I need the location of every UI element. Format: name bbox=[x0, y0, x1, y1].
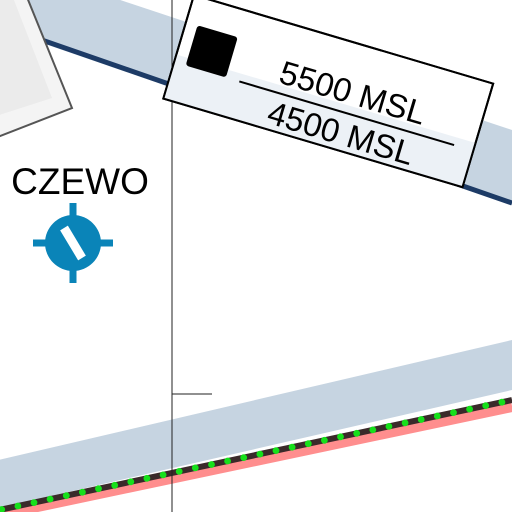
route-dot bbox=[79, 488, 86, 496]
route-dot bbox=[256, 450, 264, 458]
route-dot bbox=[208, 461, 215, 468]
lower-airspace-band bbox=[0, 340, 512, 508]
route-dot bbox=[127, 478, 135, 486]
route-dot bbox=[111, 481, 119, 489]
route-dot bbox=[321, 436, 328, 444]
terrain-area-inner bbox=[0, 0, 52, 115]
route-dot bbox=[46, 495, 54, 503]
airspace-altitude-label[interactable]: C 5500 MSL 4500 MSL bbox=[162, 0, 495, 189]
route-dot bbox=[191, 464, 199, 472]
route-dot bbox=[466, 405, 473, 413]
route-dot bbox=[143, 474, 151, 482]
route-shadow bbox=[0, 400, 512, 512]
class-c-badge bbox=[186, 25, 238, 77]
airspace-label-frame-outline bbox=[162, 0, 495, 189]
route-dot bbox=[0, 506, 6, 512]
route-dot bbox=[369, 426, 377, 434]
route-dot bbox=[385, 423, 393, 430]
route-dot bbox=[30, 499, 38, 506]
airspace-label-strip bbox=[163, 54, 476, 188]
route-dot bbox=[417, 416, 425, 423]
route-dot bbox=[95, 485, 102, 493]
route-dot bbox=[304, 440, 312, 448]
route-dot bbox=[175, 468, 183, 475]
route-line bbox=[0, 397, 512, 512]
route-dot bbox=[450, 409, 457, 416]
route-dot bbox=[498, 398, 506, 406]
route-dot bbox=[288, 443, 296, 451]
altitude-divider bbox=[239, 80, 455, 147]
waypoint-name: CZEWO bbox=[11, 161, 149, 202]
route-dot bbox=[401, 419, 409, 427]
route-dot bbox=[272, 447, 280, 454]
vor-compass-rose-icon[interactable] bbox=[33, 203, 113, 283]
route-dot bbox=[482, 402, 490, 409]
route-dot bbox=[224, 457, 232, 465]
route-dots bbox=[0, 398, 506, 512]
route-dot bbox=[353, 429, 361, 437]
route-dot bbox=[240, 454, 248, 461]
route-dot bbox=[159, 471, 167, 479]
route-dot bbox=[14, 502, 22, 510]
route-dot bbox=[433, 412, 441, 420]
route-dot bbox=[62, 492, 70, 499]
route-dot bbox=[337, 433, 344, 441]
